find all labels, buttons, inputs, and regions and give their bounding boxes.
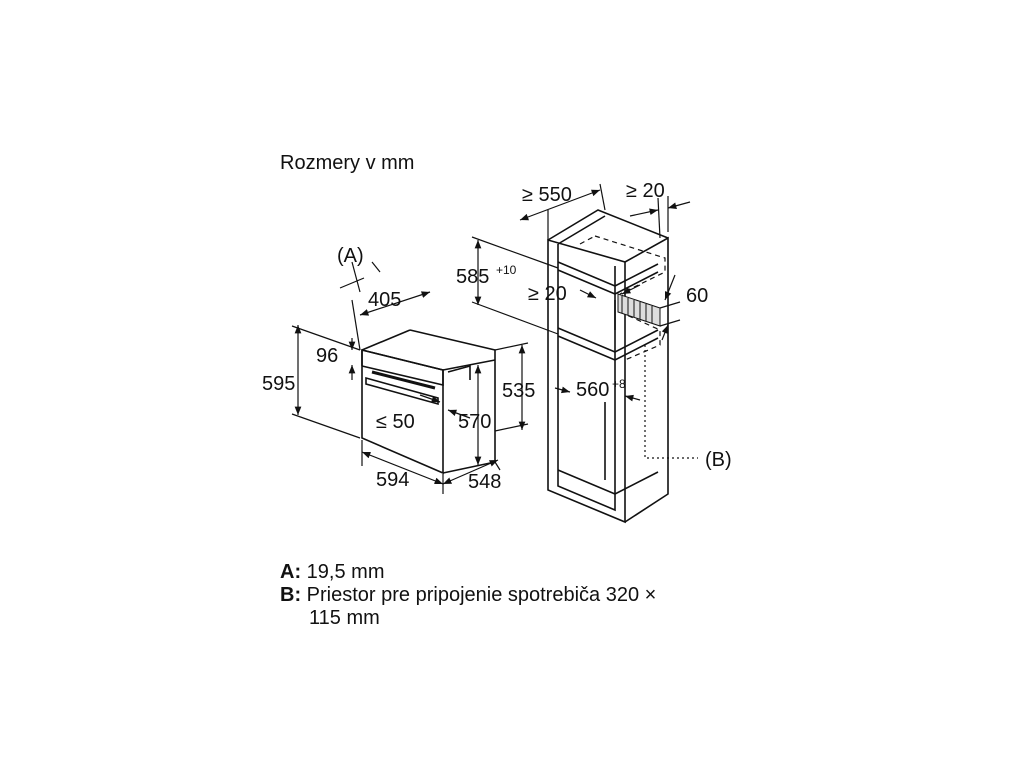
oven-dimension-lines [291,261,529,494]
legend-a: A: 19,5 mm [280,561,384,584]
dimension-labels: (A) 405 96 595 535 570 ≤ 50 594 548 ≥ 55… [262,180,732,493]
legend-a-key: A: [280,561,302,583]
label-ge550: ≥ 550 [522,184,572,206]
label-96: 96 [316,345,338,367]
legend-b-text: Priestor pre pripojenie spotrebiča 320 × [306,584,657,606]
legend-b-text-continued: 115 mm [309,607,380,629]
diagram-title: Rozmery v mm [280,152,415,174]
legend-b: B: Priestor pre pripojenie spotrebiča 32… [280,584,656,630]
legend-a-text: 19,5 mm [306,561,385,583]
niche-dashed-lines [579,235,698,459]
label-548: 548 [468,471,501,493]
legend-b-key: B: [280,584,302,606]
label-570: 570 [458,411,491,433]
label-le50: ≤ 50 [376,411,415,433]
cabinet-dimension-lines [471,183,691,402]
label-ge20-top: ≥ 20 [626,180,665,202]
cabinet-drawing [547,209,669,524]
label-60: 60 [686,285,708,307]
label-595: 595 [262,373,295,395]
oven-drawing [361,329,496,475]
label-594: 594 [376,469,409,491]
label-b-marker: (B) [705,449,732,471]
label-535: 535 [502,380,535,402]
label-560: 560 [576,379,609,401]
label-a-marker: (A) [337,245,364,267]
label-ge20-mid: ≥ 20 [528,283,567,305]
label-405: 405 [368,289,401,311]
label-585-tolerance: +10 [496,263,517,277]
label-560-tolerance: +8 [612,377,626,391]
label-585: 585 [456,266,489,288]
